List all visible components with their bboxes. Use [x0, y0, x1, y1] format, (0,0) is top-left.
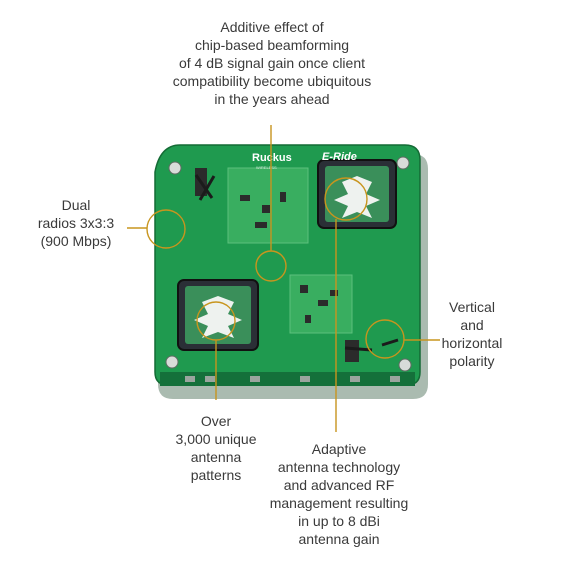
callout-lines: [127, 125, 440, 432]
edge-connectors: [185, 376, 400, 382]
board-product-name: E-Ride: [322, 151, 357, 163]
callout-text-polarity: Vertical and horizontal polarity: [441, 299, 503, 369]
mounting-holes: [165, 156, 412, 372]
board-brand-name: Ruckus: [252, 152, 292, 164]
callout-circle-polarity: [365, 319, 405, 359]
antenna-module-top-right: [317, 159, 397, 229]
callout-text-dual-radios: Dual radios 3x3:3 (900 Mbps): [37, 197, 115, 249]
antenna-cables: [194, 174, 399, 352]
callout-circles: [146, 177, 405, 359]
callout-text-adaptive-antenna: Adaptive antenna technology and advanced…: [269, 441, 409, 547]
antenna-module-bottom-left: [177, 279, 259, 351]
callout-circle-dual-radios: [146, 209, 186, 249]
callout-text-antenna-patterns: Over 3,000 unique antenna patterns: [175, 413, 257, 483]
board-brand-tagline: WIRELESS: [256, 165, 277, 170]
board-edge-strip: [160, 372, 415, 386]
callout-circle-adaptive: [324, 177, 368, 221]
callout-text-beamforming: Additive effect of chip-based beamformin…: [172, 19, 372, 107]
